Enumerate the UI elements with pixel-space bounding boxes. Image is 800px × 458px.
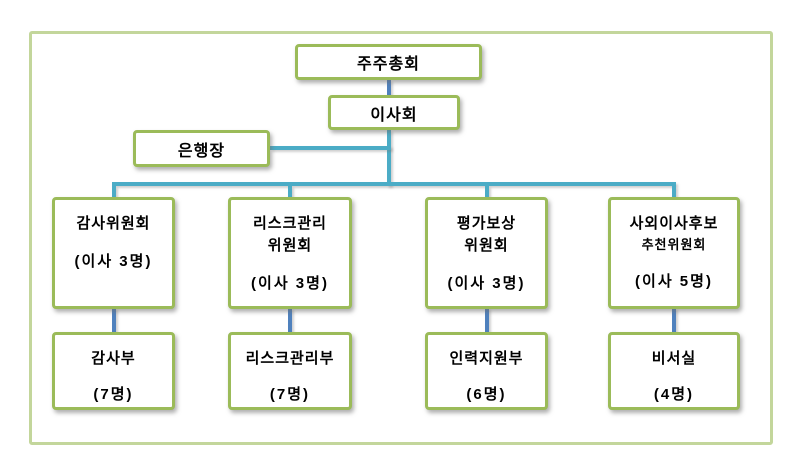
connector-evaluation-dept [485,308,489,332]
dept-name: 비서실 [651,350,697,367]
committee-title: 감사위원회 [76,215,151,232]
connector-board-bus [387,130,391,186]
node-dept-hr-support: 인력지원부 (6명) [425,332,548,410]
node-bank-president: 은행장 [133,130,270,167]
dept-headcount: (7명) [269,386,311,403]
connector-secretariat-dept [672,308,676,332]
connector-risk-dept [288,308,292,332]
connector-president-branch [270,146,391,150]
committee-title-line2: 추천위원회 [641,237,707,252]
connector-drop-risk [288,186,292,198]
connector-bus-horizontal [112,182,676,186]
dept-name: 인력지원부 [449,350,524,367]
dept-name: 리스크관리부 [245,350,335,367]
committee-title-line2: 위원회 [267,237,313,254]
shareholders-meeting-label: 주주총회 [357,56,420,73]
dept-headcount: (6명) [466,386,507,403]
committee-members: (이사 3명) [447,275,526,292]
node-dept-risk-management: 리스크관리부 (7명) [228,332,352,410]
node-dept-secretariat: 비서실 (4명) [608,332,740,410]
connector-shareholders-board [387,80,391,96]
committee-members: (이사 5명) [635,273,713,290]
committee-title: 사외이사후보 [629,215,719,232]
connector-drop-evaluation [485,186,489,198]
node-committee-audit: 감사위원회 (이사 3명) [52,197,175,309]
board-of-directors-label: 이사회 [370,106,418,124]
dept-name: 감사부 [91,350,136,367]
connector-drop-audit [112,186,116,198]
node-board-of-directors: 이사회 [328,95,460,130]
committee-members: (이사 3명) [251,275,329,292]
dept-headcount: (4명) [653,386,695,403]
node-committee-outside-director-nomination: 사외이사후보 추천위원회 (이사 5명) [608,197,740,309]
dept-headcount: (7명) [93,386,134,403]
bank-president-label: 은행장 [177,142,226,160]
committee-title-line2: 위원회 [464,237,509,254]
connector-drop-outside-director [672,186,676,198]
connector-audit-dept [112,308,116,332]
committee-title: 리스크관리 [252,215,327,232]
committee-title: 평가보상 [456,215,517,232]
node-committee-risk-management: 리스크관리 위원회 (이사 3명) [228,197,352,309]
committee-members: (이사 3명) [74,253,153,270]
node-shareholders-meeting: 주주총회 [295,44,482,80]
node-dept-audit: 감사부 (7명) [52,332,175,410]
node-committee-evaluation-compensation: 평가보상 위원회 (이사 3명) [425,197,548,309]
